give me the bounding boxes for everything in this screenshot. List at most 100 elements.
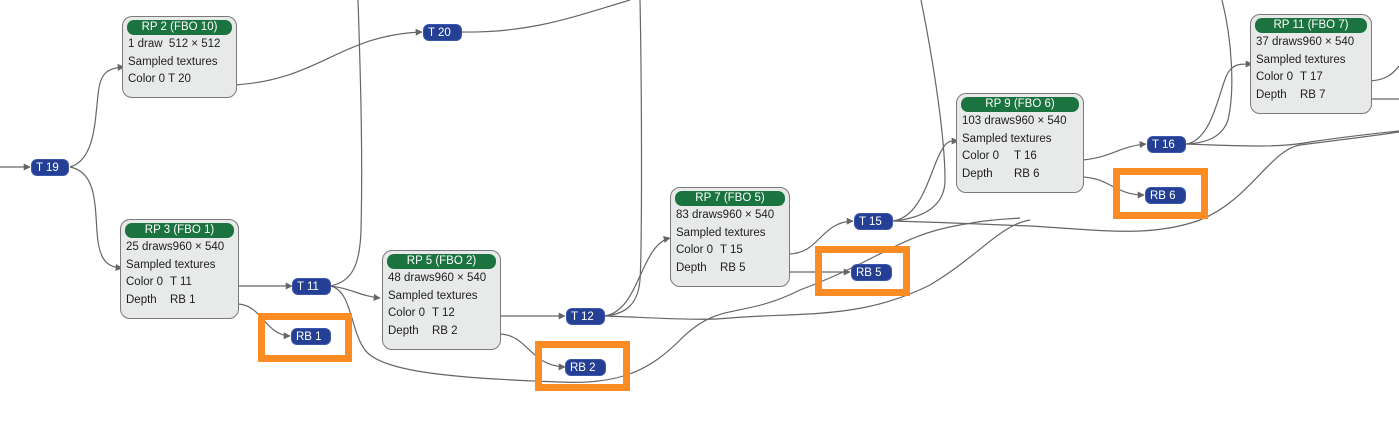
depth-label: Depth [126, 293, 157, 306]
render-pass-rp9[interactable]: RP 9 (FBO 6) 103 draws960 × 540 Sampled … [956, 93, 1084, 193]
depth-value: RB 5 [720, 261, 746, 274]
edge-t11-rp5 [329, 285, 381, 301]
render-pass-title: RP 5 (FBO 2) [387, 254, 496, 269]
render-pass-rp11[interactable]: RP 11 (FBO 7) 37 draws960 × 540 Sampled … [1250, 14, 1372, 114]
edge-t16-right [1185, 130, 1399, 147]
highlight-rb5 [815, 246, 910, 296]
resource-t20[interactable]: T 20 [423, 24, 462, 41]
edge-t11-long [329, 217, 1021, 383]
edge-rp5-rb2 [499, 333, 566, 371]
color-attachment: Color 0 T 12 [387, 305, 496, 323]
sampled-textures-label: Sampled textures [128, 55, 218, 68]
target-size: 960 × 540 [722, 209, 775, 221]
target-size: 512 × 512 [168, 38, 221, 50]
render-pass-rp2[interactable]: RP 2 (FBO 10) 1 draw 512 × 512 Sampled t… [122, 16, 237, 98]
edge-top-to-t16 [1185, 0, 1233, 145]
target-size: 960 × 540 [434, 272, 487, 284]
depth-attachment: Depth RB 7 [1255, 87, 1367, 105]
render-pass-stats: 103 draws960 × 540 [961, 113, 1079, 131]
resource-rb2[interactable]: RB 2 [565, 359, 606, 376]
render-pass-rp3[interactable]: RP 3 (FBO 1) 25 draws960 × 540 Sampled t… [120, 219, 239, 319]
draw-count: 103 draws [962, 115, 1016, 127]
color-value: T 17 [1300, 71, 1323, 83]
edge-rp9-t16 [1081, 140, 1147, 161]
color-label: Color 0 [388, 307, 426, 319]
render-pass-title: RP 2 (FBO 10) [127, 20, 232, 35]
edge-t11-up [329, 0, 363, 287]
sampled-textures-label: Sampled textures [676, 226, 766, 239]
color-value: T 15 [720, 244, 743, 256]
depth-label: Depth [1256, 88, 1287, 101]
render-pass-title: RP 11 (FBO 7) [1255, 18, 1367, 33]
highlight-rb2 [535, 341, 630, 391]
color-label: Color 0 [962, 150, 1000, 162]
edge-t19-rp2 [69, 63, 125, 168]
depth-value: RB 7 [1300, 88, 1326, 101]
edge-top-to-t15 [892, 0, 946, 222]
render-pass-stats: 37 draws960 × 540 [1255, 34, 1367, 52]
depth-label: Depth [676, 261, 707, 274]
edge-t16-rp11 [1185, 60, 1253, 145]
render-pass-stats: 1 draw 512 × 512 [127, 36, 232, 54]
resource-t11[interactable]: T 11 [292, 278, 331, 295]
draw-count: 37 draws [1256, 36, 1303, 48]
render-pass-rp7[interactable]: RP 7 (FBO 5) 83 draws960 × 540 Sampled t… [670, 187, 790, 287]
edge-t12-right [604, 219, 1031, 320]
render-pass-title: RP 7 (FBO 5) [675, 191, 785, 206]
draw-count: 25 draws [126, 241, 173, 253]
depth-attachment: Depth RB 1 [125, 292, 234, 310]
render-pass-stats: 25 draws960 × 540 [125, 239, 234, 257]
edge-top-to-t12 [604, 0, 643, 317]
color-value: T 16 [1014, 150, 1037, 162]
draw-count: 48 draws [388, 272, 435, 284]
depth-label: Depth [388, 324, 419, 337]
edge-t20-out [461, 0, 631, 33]
edge-rp2-t20 [233, 28, 423, 86]
render-pass-stats: 83 draws960 × 540 [675, 207, 785, 225]
edge-t12-rp7 [604, 236, 671, 317]
depth-attachment: Depth RB 2 [387, 323, 496, 341]
color-value: T 12 [432, 307, 455, 319]
resource-rb5[interactable]: RB 5 [851, 264, 892, 281]
depth-attachment: Depth RB 5 [675, 260, 785, 278]
draw-count: 1 draw [128, 38, 163, 50]
edge-t19-rp3 [69, 166, 123, 272]
resource-t19[interactable]: T 19 [31, 159, 69, 176]
depth-value: RB 6 [1014, 167, 1040, 180]
resource-t15[interactable]: T 15 [854, 213, 893, 230]
edge-rp11-color-out [1369, 65, 1399, 82]
highlight-rb1 [258, 313, 352, 362]
render-pass-title: RP 9 (FBO 6) [961, 97, 1079, 112]
resource-t16[interactable]: T 16 [1147, 136, 1186, 153]
depth-value: RB 1 [170, 293, 196, 306]
highlight-rb6 [1113, 168, 1208, 219]
depth-value: RB 2 [432, 324, 458, 337]
sampled-textures-label: Sampled textures [1256, 53, 1346, 66]
render-pass-title: RP 3 (FBO 1) [125, 223, 234, 238]
color-label: Color 0 [128, 73, 166, 85]
edge-rp9-rb6 [1081, 176, 1145, 199]
edge-rp7-t15 [787, 217, 854, 255]
resource-rb1[interactable]: RB 1 [291, 328, 331, 345]
draw-count: 83 draws [676, 209, 723, 221]
color-value: T 20 [168, 73, 191, 85]
color-label: Color 0 [676, 244, 714, 256]
edge-t15-right [892, 131, 1399, 232]
color-attachment: Color 0 T 16 [961, 148, 1079, 166]
render-pass-stats: 48 draws960 × 540 [387, 270, 496, 288]
resource-rb6[interactable]: RB 6 [1145, 187, 1186, 204]
color-attachment: Color 0 T 15 [675, 242, 785, 260]
sampled-textures-label: Sampled textures [962, 132, 1052, 145]
color-attachment: Color 0 T 20 [127, 71, 232, 89]
color-value: T 11 [170, 276, 192, 288]
edge-t15-rp9 [892, 137, 959, 222]
sampled-textures-label: Sampled textures [126, 258, 216, 271]
render-pass-rp5[interactable]: RP 5 (FBO 2) 48 draws960 × 540 Sampled t… [382, 250, 501, 350]
target-size: 960 × 540 [1015, 115, 1067, 127]
target-size: 960 × 540 [172, 241, 225, 253]
resource-t12[interactable]: T 12 [566, 308, 605, 325]
